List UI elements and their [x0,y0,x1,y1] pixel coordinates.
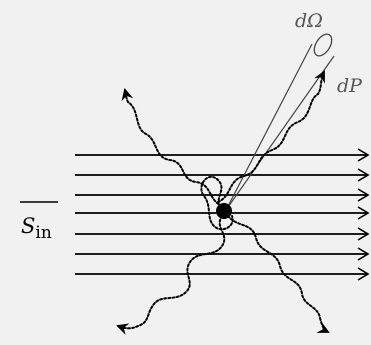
cone-aperture [313,33,333,57]
scattered-waves [116,70,330,335]
scattered-wave-lower-left [116,215,226,335]
scattered-wave-into-cone [217,70,325,203]
solid-angle-label: dΩ [295,10,323,32]
incident-flux-symbol: Sin [21,214,52,243]
cone-edge [225,55,335,211]
solid-angle-cone [225,33,335,211]
incident-flux-label: Sin [20,201,58,243]
cone-edge [225,43,313,211]
scattered-wave-upper-left [121,88,223,207]
scattered-power-label: dP [337,75,363,97]
incident-beam [75,148,370,281]
incident-flux-base: S [21,214,35,238]
incident-flux-subscript: in [35,223,51,243]
scattered-wave-lower-right [227,215,330,333]
scatterer-dot [216,203,232,219]
